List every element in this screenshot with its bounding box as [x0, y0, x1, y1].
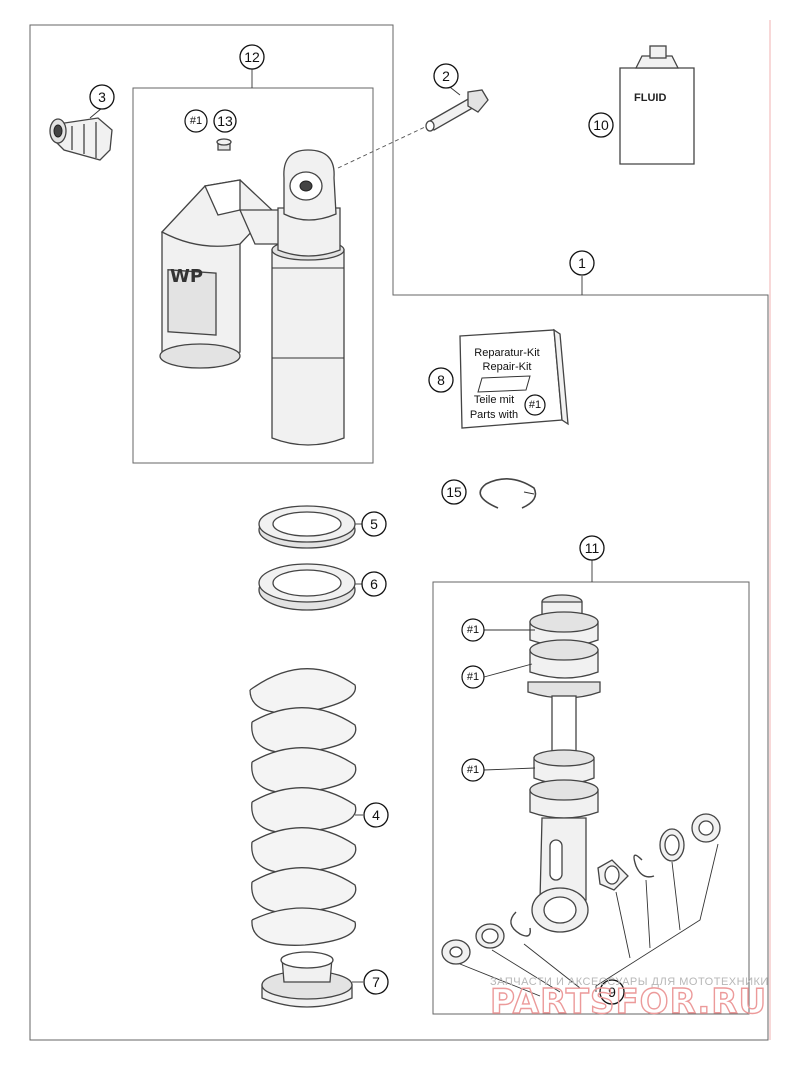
- ref-kit-damper-c[interactable]: #1: [461, 758, 485, 782]
- lock-nut: [258, 563, 356, 611]
- adjuster-knob: [49, 117, 113, 161]
- svg-text:#1: #1: [190, 115, 202, 127]
- svg-text:#1: #1: [467, 624, 479, 636]
- watermark-brand: PARTSFOR.RU: [490, 982, 767, 1022]
- ref-kit-damper-b[interactable]: #1: [461, 665, 485, 689]
- svg-text:7: 7: [372, 974, 380, 990]
- repair-kit-line1: Reparatur-Kit: [474, 347, 539, 359]
- bolt-axis: [337, 126, 426, 169]
- ref-kit-shock[interactable]: #1: [184, 109, 208, 133]
- leader-15: [523, 491, 535, 495]
- svg-text:11: 11: [585, 540, 600, 556]
- shock-frame: [132, 87, 374, 464]
- callout-1[interactable]: 1: [569, 250, 595, 276]
- callout-6[interactable]: 6: [361, 571, 387, 597]
- svg-text:#1: #1: [467, 671, 479, 683]
- adjusting-nut: [258, 505, 356, 549]
- circlip-left: [510, 911, 531, 937]
- coil-spring-drawing: [249, 668, 357, 946]
- svg-text:#1: #1: [467, 764, 479, 776]
- spring-seat: [261, 951, 353, 1008]
- callout-2[interactable]: 2: [433, 63, 459, 89]
- svg-text:6: 6: [370, 576, 378, 592]
- repair-kit-line3: Teile mit: [474, 394, 514, 406]
- ref-leader-b: [483, 663, 533, 678]
- callout-4[interactable]: 4: [363, 802, 389, 828]
- ktm-logo: [477, 375, 531, 393]
- callout-3[interactable]: 3: [89, 84, 115, 110]
- bearing: [597, 859, 629, 891]
- svg-text:12: 12: [244, 49, 260, 65]
- ref-kit-damper-a[interactable]: #1: [461, 618, 485, 642]
- bolt: [425, 89, 489, 132]
- circlip: [479, 478, 537, 509]
- repair-kit-ref: #1: [524, 394, 546, 416]
- ring-right: [659, 828, 685, 862]
- wp-logo: WP: [170, 266, 203, 287]
- svg-text:15: 15: [446, 484, 462, 500]
- svg-text:2: 2: [442, 68, 450, 84]
- ring-left: [475, 923, 505, 949]
- watermark-caption: ЗАПЧАСТИ И АКСЕССУАРЫ ДЛЯ МОТОТЕХНИКИ: [490, 976, 769, 988]
- bushing-left: [441, 939, 471, 965]
- svg-text:4: 4: [372, 807, 380, 823]
- shock-absorber-drawing: WP: [159, 149, 345, 446]
- svg-text:9: 9: [608, 984, 616, 1000]
- ref-leader-c: [483, 767, 536, 771]
- callout-12[interactable]: 12: [239, 44, 265, 70]
- svg-text:5: 5: [370, 516, 378, 532]
- fluid-label: FLUID: [634, 92, 666, 104]
- callout-7[interactable]: 7: [363, 969, 389, 995]
- svg-text:3: 3: [98, 89, 106, 105]
- repair-kit-line4: Parts with: [470, 409, 518, 421]
- bushing-right: [691, 813, 721, 843]
- circlip-right: [633, 854, 655, 878]
- svg-text:13: 13: [217, 113, 233, 129]
- assembly-frame: [29, 24, 769, 1041]
- damper-frame: [432, 581, 750, 1015]
- svg-text:8: 8: [437, 372, 445, 388]
- callout-5[interactable]: 5: [361, 511, 387, 537]
- callout-11[interactable]: 11: [579, 535, 605, 561]
- svg-text:10: 10: [593, 117, 609, 133]
- fluid-bottle: [619, 45, 695, 165]
- svg-text:1: 1: [578, 255, 586, 271]
- leader-9: [459, 843, 719, 997]
- leader-3: [89, 107, 103, 119]
- callout-10[interactable]: 10: [588, 112, 614, 138]
- callout-8[interactable]: 8: [428, 367, 454, 393]
- small-screw: [216, 138, 232, 151]
- damper-rod-drawing: [527, 594, 601, 933]
- callout-13[interactable]: 13: [213, 109, 237, 133]
- callout-9[interactable]: 9: [599, 979, 625, 1005]
- callout-15[interactable]: 15: [441, 479, 467, 505]
- svg-text:#1: #1: [529, 399, 541, 411]
- repair-kit-line2: Repair-Kit: [483, 361, 532, 373]
